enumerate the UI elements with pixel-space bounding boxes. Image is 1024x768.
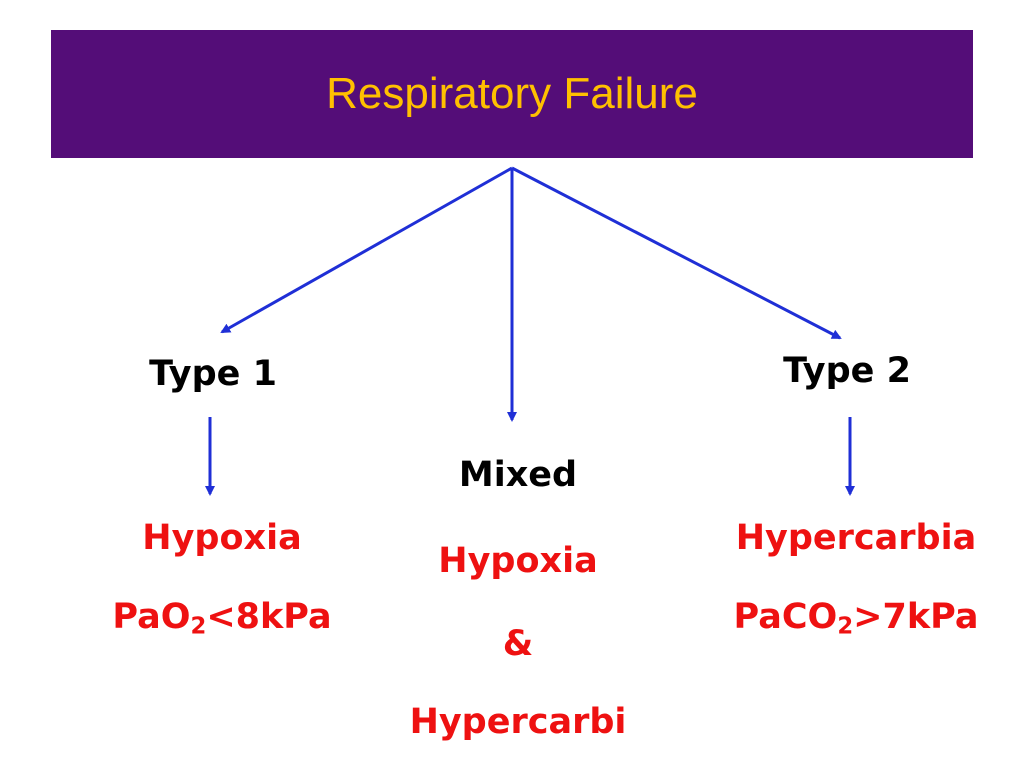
type1-criterion-subscript: 2 <box>190 613 207 640</box>
mixed-label: Mixed <box>458 455 578 495</box>
page-title: Respiratory Failure <box>326 69 698 118</box>
type2-criterion-subscript: 2 <box>837 613 854 640</box>
type1-label: Type 1 <box>149 354 277 394</box>
type2-criterion: PaCO2>7kPa <box>733 597 979 639</box>
type2-condition: Hypercarbia <box>735 518 977 558</box>
type2-label: Type 2 <box>783 351 911 391</box>
type1-criterion: PaO2<8kPa <box>112 597 332 639</box>
mixed-line-hypercarbi: Hypercarbi <box>409 702 627 742</box>
type1-criterion-prefix: PaO <box>112 597 191 637</box>
mixed-line-ampersand: & <box>502 624 534 664</box>
arrow-to-type1 <box>220 166 513 334</box>
arrow-to-type2 <box>511 166 842 340</box>
type2-criterion-prefix: PaCO <box>733 597 838 637</box>
title-banner: Respiratory Failure <box>51 30 973 158</box>
type1-condition: Hypoxia <box>142 518 302 558</box>
type1-criterion-suffix: <8kPa <box>206 597 332 637</box>
type2-criterion-suffix: >7kPa <box>853 597 979 637</box>
mixed-line-hypoxia: Hypoxia <box>438 541 598 581</box>
